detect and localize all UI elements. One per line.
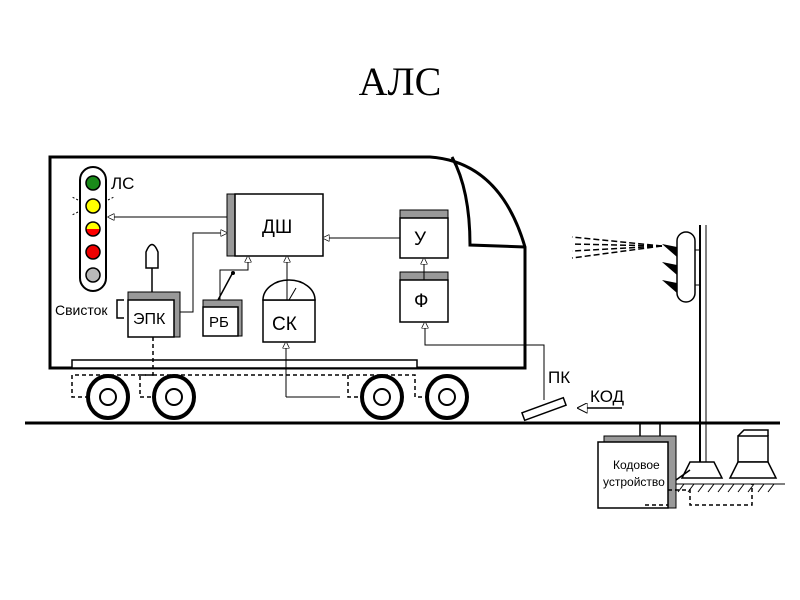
trackside-box <box>728 429 778 479</box>
kod-label: КОД <box>590 387 625 406</box>
sk-label: СК <box>272 314 297 335</box>
whistle-icon <box>145 243 159 292</box>
green-lamp <box>85 175 101 191</box>
grounding-lines <box>71 337 427 398</box>
page-title: АЛС <box>358 59 442 104</box>
sk-block <box>262 299 316 343</box>
trackside-signal <box>662 225 724 479</box>
kodovoe-line1: Кодовое <box>613 458 660 472</box>
connections <box>108 217 545 400</box>
signal-beam <box>571 236 663 259</box>
svistok-label: Свисток <box>55 302 108 318</box>
epk-label: ЭПК <box>133 311 166 328</box>
code-device <box>597 441 669 509</box>
white-lamp <box>85 267 101 283</box>
epk-block <box>127 299 175 338</box>
ground-hatch <box>676 483 785 493</box>
u-label: У <box>414 229 427 250</box>
sk-dial <box>262 279 316 301</box>
yellow-red-lamp <box>85 221 101 237</box>
pickup-coil <box>520 396 568 422</box>
wheel <box>360 374 404 420</box>
kodovoe-line2: устройство <box>603 475 665 489</box>
f-label: Ф <box>414 291 428 312</box>
device-dashed-wiring <box>645 484 753 506</box>
red-lamp <box>85 244 101 260</box>
rb-block <box>202 306 239 337</box>
epk-bracket <box>116 299 124 319</box>
cab-window <box>450 156 526 249</box>
yellow-lamp <box>85 198 101 214</box>
dsh-block <box>234 193 324 257</box>
dsh-label: ДШ <box>262 217 292 238</box>
pk-label: ПК <box>548 368 570 387</box>
wheel <box>86 374 130 420</box>
rb-label: РБ <box>209 314 229 331</box>
wheel <box>425 374 469 420</box>
device-wiring <box>639 423 691 481</box>
bogie-frame <box>71 359 418 369</box>
ls-label: ЛС <box>111 174 134 193</box>
lamp-glow <box>71 196 115 216</box>
wheel <box>152 374 196 420</box>
